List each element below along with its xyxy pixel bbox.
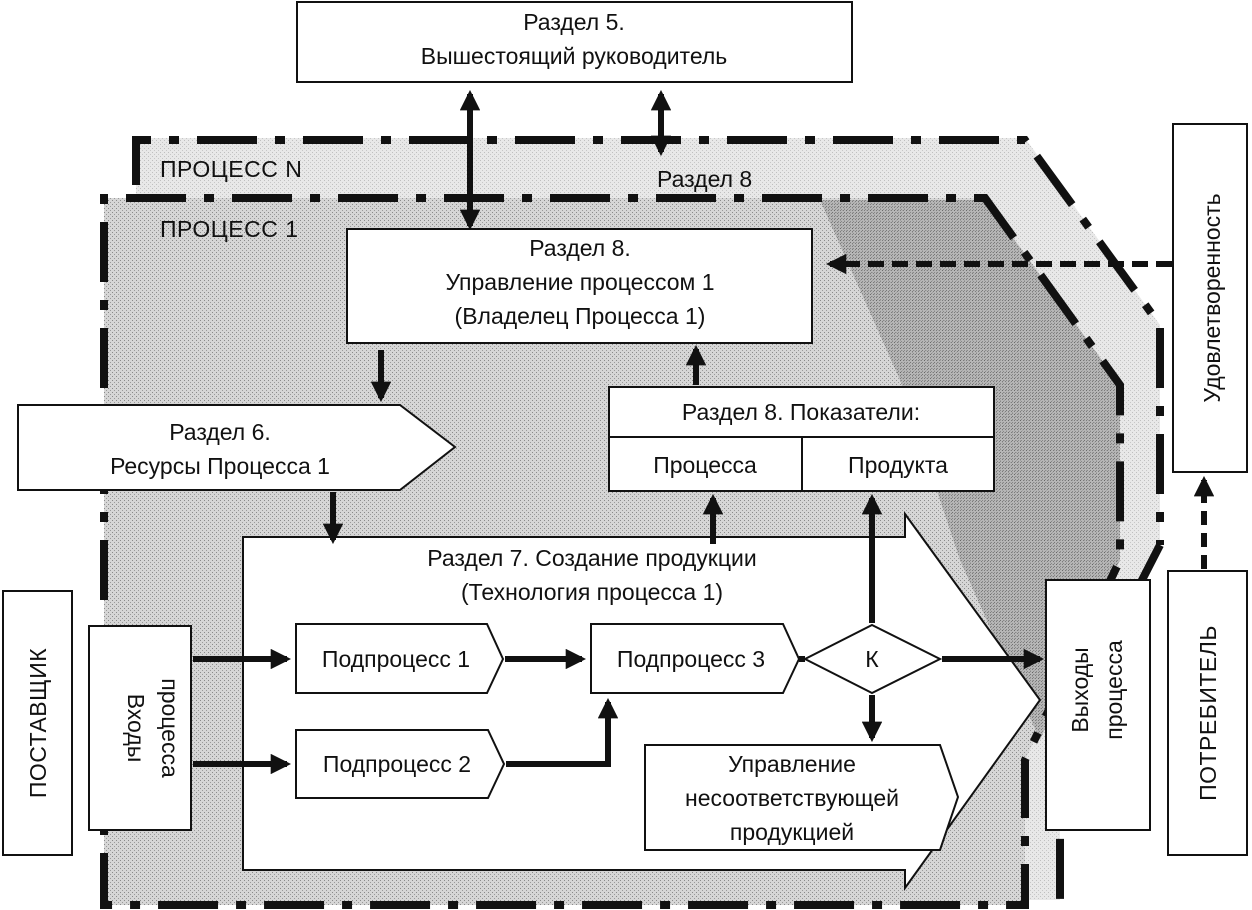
process-n-label: ПРОЦЕСС N xyxy=(160,156,302,182)
subprocess-1 xyxy=(295,623,505,694)
indicators-process: Процесса xyxy=(653,452,757,478)
process-1-label: ПРОЦЕСС 1 xyxy=(160,216,299,242)
control-diamond xyxy=(802,623,943,695)
subprocess-3 xyxy=(590,623,801,694)
control-label: К xyxy=(865,646,879,672)
management-owner: (Владелец Процесса 1) xyxy=(455,303,706,329)
consumer-box xyxy=(1167,570,1248,856)
process-n-section-label: Раздел 8 xyxy=(657,166,752,192)
indicators-product: Продукта xyxy=(848,452,948,478)
nonconforming-line1: Управление xyxy=(728,751,856,777)
process-1-border xyxy=(100,194,1124,909)
nonconforming-box xyxy=(644,744,960,851)
production-technology: (Технология процесса 1) xyxy=(461,579,723,605)
management-label: Управление процессом 1 xyxy=(445,269,714,295)
resources-title: Раздел 6. xyxy=(169,419,271,445)
production-title: Раздел 7. Создание продукции xyxy=(427,545,757,571)
superior-manager-box xyxy=(296,1,853,83)
outputs-label-line1: Выходы xyxy=(1067,647,1093,732)
resources-box xyxy=(17,404,457,491)
nonconforming-line3: продукцией xyxy=(730,819,854,845)
superior-manager-label: Вышестоящий руководитель xyxy=(421,43,728,69)
process-management-box xyxy=(346,228,813,344)
arrow-subprocess2-subprocess3 xyxy=(506,697,619,767)
subprocess-2-label: Подпроцесс 2 xyxy=(323,751,471,777)
indicators-title: Раздел 8. Показатели: xyxy=(682,399,920,425)
supplier-label: ПОСТАВЩИК xyxy=(25,648,51,798)
satisfaction-label: Удовлетворенность xyxy=(1199,193,1225,402)
subprocess-1-label: Подпроцесс 1 xyxy=(322,646,470,672)
inputs-label-line1: Входы xyxy=(123,694,149,763)
management-title: Раздел 8. xyxy=(529,235,631,261)
process-outputs-box xyxy=(1045,579,1151,831)
outputs-label-line2: процесса xyxy=(1101,640,1127,740)
consumer-label: ПОТРЕБИТЕЛЬ xyxy=(1195,625,1221,801)
supplier-box xyxy=(2,590,73,856)
subprocess-3-label: Подпроцесс 3 xyxy=(617,646,765,672)
process-n-border xyxy=(132,136,1164,545)
inputs-label-line2: процесса xyxy=(157,678,183,778)
superior-manager-title: Раздел 5. xyxy=(523,9,625,35)
satisfaction-box xyxy=(1172,123,1248,473)
resources-label: Ресурсы Процесса 1 xyxy=(110,453,330,479)
process-inputs-box xyxy=(88,625,192,831)
subprocess-2 xyxy=(295,729,506,799)
nonconforming-line2: несоответствующей xyxy=(685,785,899,811)
